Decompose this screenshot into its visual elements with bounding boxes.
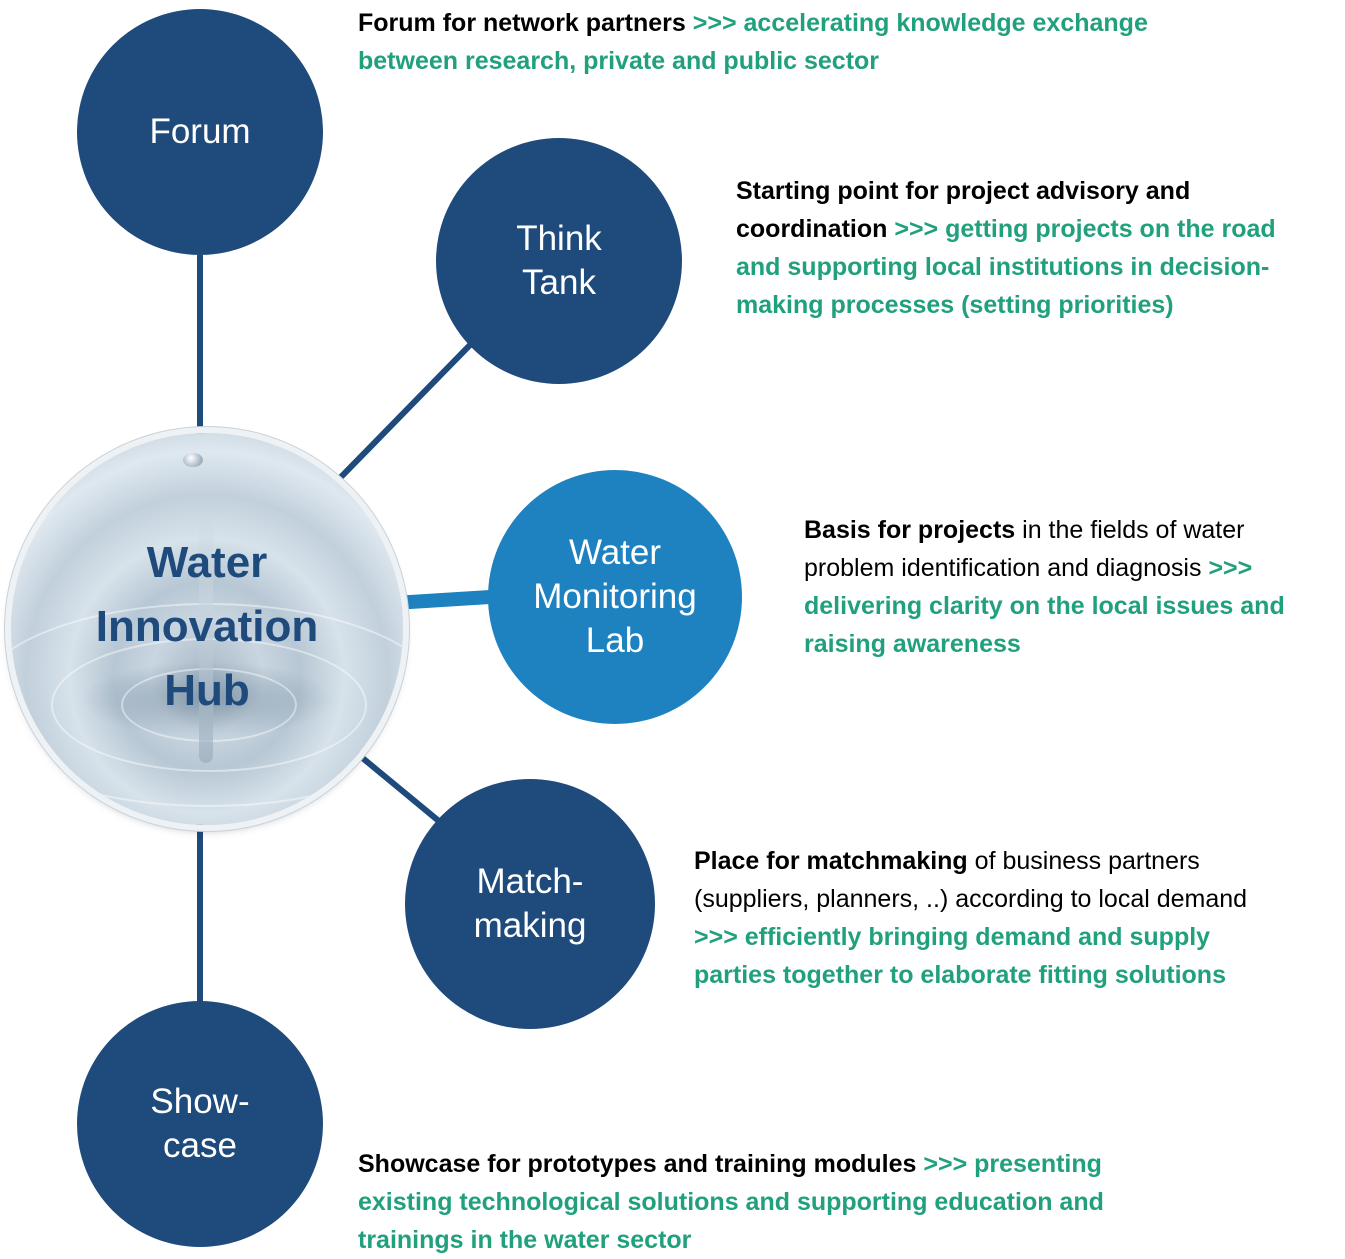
description-forum: Forum for network partners >>> accelerat… — [358, 4, 1148, 80]
hub-title: Water Innovation Hub — [11, 531, 403, 723]
description-showcase-bold: Showcase for prototypes and training mod… — [358, 1150, 917, 1178]
node-showcase-line-1: Show- — [150, 1082, 250, 1121]
description-think-tank-highlight: >>> getting projects on the road and sup… — [736, 215, 1276, 319]
node-monitoring-lab: Water Monitoring Lab — [488, 470, 742, 724]
node-forum-label: Forum — [149, 110, 250, 154]
node-forum-line-1: Forum — [149, 112, 251, 151]
description-monitoring-lab-bold: Basis for projects — [804, 516, 1016, 544]
node-forum: Forum — [77, 9, 323, 255]
description-matchmaking-bold: Place for matchmaking — [694, 847, 968, 875]
node-matchmaking: Match- making — [405, 779, 655, 1029]
description-monitoring-lab: Basis for projects in the fields of wate… — [804, 511, 1339, 663]
node-showcase-line-2: case — [163, 1126, 237, 1165]
water-drop-icon — [183, 453, 203, 467]
description-forum-highlight: >>> accelerating knowledge exchange betw… — [358, 9, 1148, 75]
connector-monitoring-lab — [393, 590, 491, 610]
description-monitoring-lab-plain: in the fields of water problem identific… — [804, 516, 1245, 582]
description-forum-bold: Forum for network partners — [358, 9, 686, 37]
node-monitoring-lab-line-3: Lab — [585, 621, 645, 660]
description-matchmaking: Place for matchmaking of business partne… — [694, 842, 1254, 994]
hub-title-line-1: Water — [146, 538, 268, 587]
hub-title-line-3: Hub — [164, 666, 250, 715]
node-think-tank: Think Tank — [436, 138, 682, 384]
node-monitoring-lab-line-2: Monitoring — [533, 577, 697, 616]
description-think-tank: Starting point for project advisory and … — [736, 172, 1296, 324]
node-showcase-label: Show- case — [150, 1080, 249, 1168]
description-showcase-highlight: >>> presenting existing technological so… — [358, 1150, 1104, 1254]
node-matchmaking-line-2: making — [473, 906, 587, 945]
description-showcase: Showcase for prototypes and training mod… — [358, 1145, 1198, 1259]
connector-think-tank — [337, 342, 473, 481]
water-stream — [199, 503, 213, 763]
node-matchmaking-label: Match- making — [474, 860, 587, 948]
hub-circle: Water Innovation Hub — [11, 433, 403, 825]
hub-title-line-2: Innovation — [95, 602, 319, 651]
node-matchmaking-line-1: Match- — [476, 862, 584, 901]
node-think-tank-label: Think Tank — [516, 217, 602, 305]
node-showcase: Show- case — [77, 1001, 323, 1247]
node-monitoring-lab-line-1: Water — [568, 533, 662, 572]
description-think-tank-bold: Starting point for project advisory and … — [736, 177, 1191, 243]
description-monitoring-lab-highlight: >>> delivering clarity on the local issu… — [804, 554, 1285, 658]
node-think-tank-line-2: Tank — [522, 263, 596, 302]
description-matchmaking-plain: of business partners (suppliers, planner… — [694, 847, 1248, 913]
description-matchmaking-highlight: >>> efficiently bringing demand and supp… — [694, 923, 1226, 989]
node-think-tank-line-1: Think — [516, 219, 602, 258]
node-monitoring-lab-label: Water Monitoring Lab — [533, 531, 696, 663]
